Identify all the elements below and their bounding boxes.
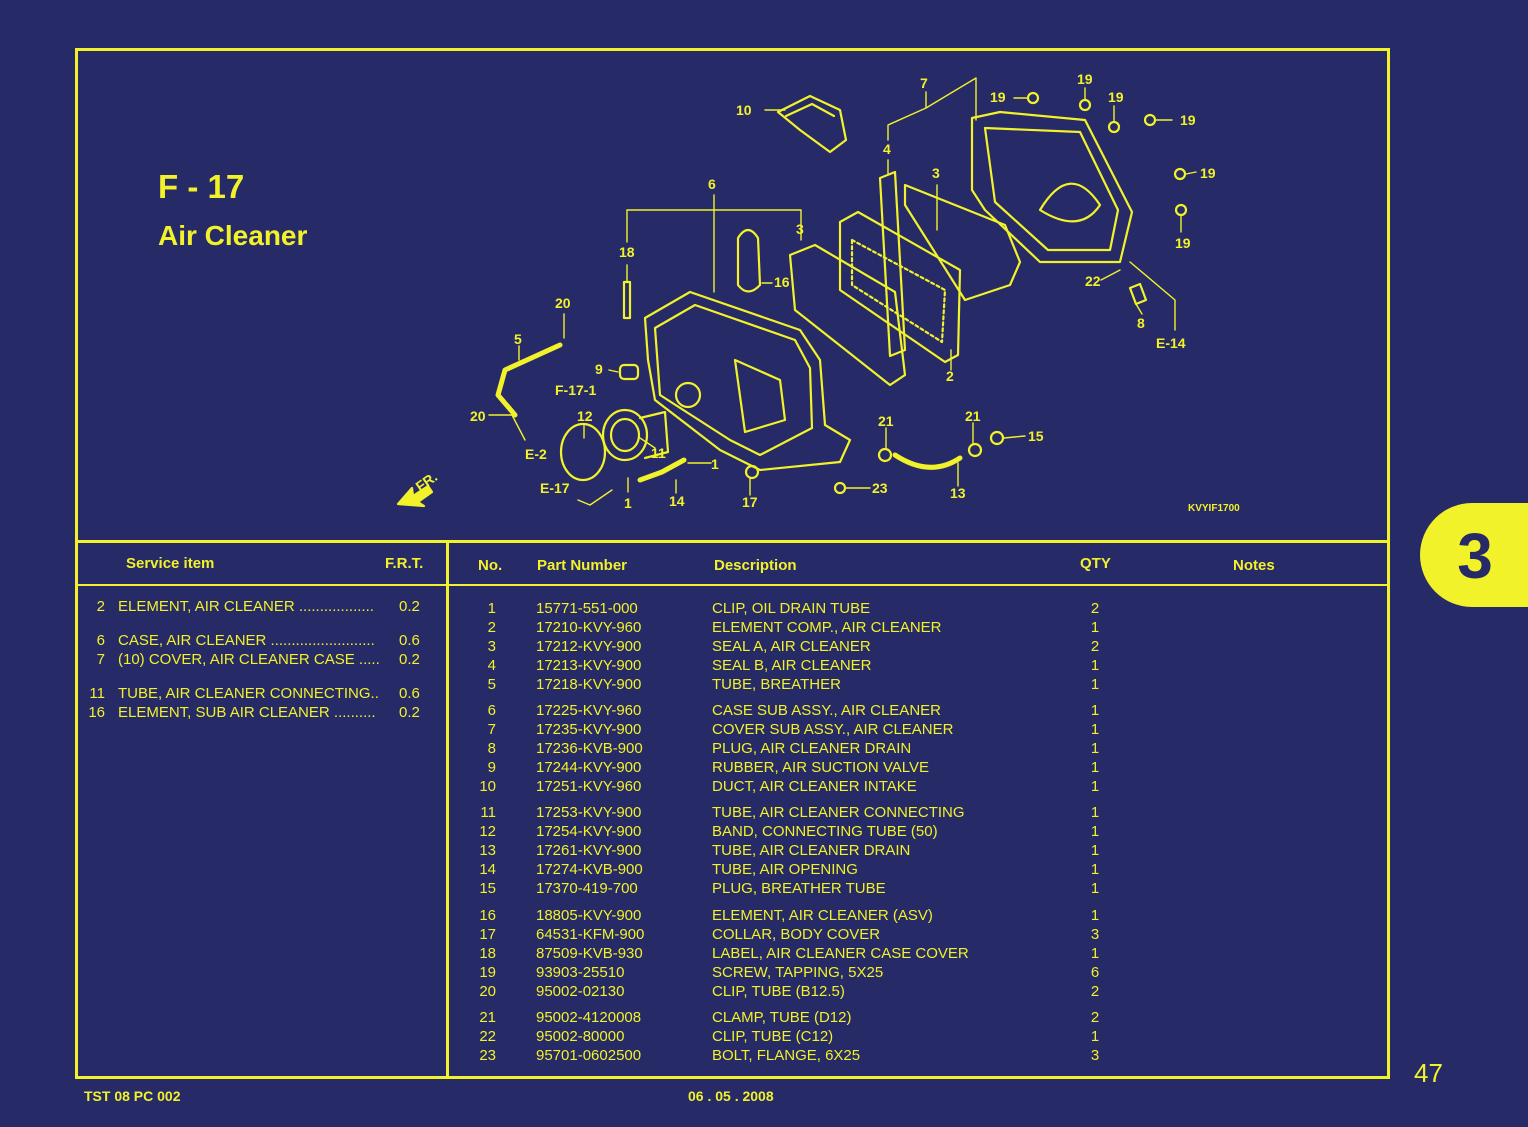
callout: 13 xyxy=(950,485,966,501)
callout: 19 xyxy=(1180,112,1196,128)
frt-header: F.R.T. xyxy=(385,555,424,572)
table-header-divider xyxy=(75,584,1390,586)
callout: 9 xyxy=(595,361,603,377)
callout: 16 xyxy=(774,274,790,290)
page-frame xyxy=(75,48,1390,1079)
service-item-header: Service item xyxy=(126,555,215,572)
element-part xyxy=(838,210,962,364)
doc-code: TST 08 PC 002 xyxy=(84,1088,181,1104)
seal-b xyxy=(878,170,907,358)
callout: 6 xyxy=(708,176,716,192)
breather-tube xyxy=(495,342,563,418)
callout: 19 xyxy=(990,89,1006,105)
callout: 2 xyxy=(946,368,954,384)
connecting-tube xyxy=(601,408,649,462)
doc-date: 06 . 05 . 2008 xyxy=(688,1088,774,1104)
opening-tube xyxy=(637,457,687,483)
callout: 11 xyxy=(651,445,666,461)
band-part xyxy=(559,422,607,482)
part-number-header: Part Number xyxy=(537,557,628,574)
drain-tube xyxy=(892,452,963,470)
column-divider xyxy=(446,540,449,1079)
callout: 21 xyxy=(965,408,981,424)
label-part xyxy=(622,280,632,320)
exploded-diagram: 10 7 19 19 19 19 19 19 4 3 6 3 18 16 20 … xyxy=(396,71,1241,514)
callout: 8 xyxy=(1137,315,1145,331)
callout: 21 xyxy=(878,413,894,429)
figure-title: Air Cleaner xyxy=(158,220,308,251)
front-arrow xyxy=(396,484,434,508)
front-label: FR. xyxy=(413,468,441,494)
diagram-callouts: 10 7 19 19 19 19 19 19 4 3 6 3 18 16 20 … xyxy=(413,71,1241,514)
callout: 5 xyxy=(514,331,522,347)
callout: 18 xyxy=(619,244,635,260)
callout: 22 xyxy=(1085,273,1101,289)
callout: 12 xyxy=(577,408,593,424)
callout: 7 xyxy=(920,75,928,91)
rubber-part xyxy=(618,363,640,381)
callout: 3 xyxy=(796,221,804,237)
callout: E-2 xyxy=(525,446,547,462)
cover-part xyxy=(970,110,1134,264)
callout: E-14 xyxy=(1156,335,1186,351)
section-number: 3 xyxy=(1457,520,1493,592)
callout: 3 xyxy=(932,165,940,181)
duct-part xyxy=(776,94,848,154)
callout: F-17-1 xyxy=(555,382,596,398)
section-tab: 3 xyxy=(1420,503,1528,607)
callout: 23 xyxy=(872,480,888,496)
callout: 19 xyxy=(1077,71,1093,87)
callout: 19 xyxy=(1175,235,1191,251)
case-part xyxy=(643,290,852,472)
no-header: No. xyxy=(478,557,503,574)
diagram-code: KVYIF1700 xyxy=(1188,503,1240,514)
callout: 15 xyxy=(1028,428,1044,444)
callout: 1 xyxy=(711,456,719,472)
callout: 4 xyxy=(883,141,891,157)
qty-header: QTY xyxy=(1080,555,1111,572)
callout: 14 xyxy=(669,493,685,509)
notes-header: Notes xyxy=(1233,557,1275,574)
seal-a-lower xyxy=(788,243,907,387)
sub-element xyxy=(736,228,762,293)
description-header: Description xyxy=(714,557,797,574)
callout: 1 xyxy=(624,495,632,511)
callout: 20 xyxy=(555,295,571,311)
callout: 17 xyxy=(742,494,758,510)
page-number: 47 xyxy=(1414,1058,1443,1088)
figure-code: F - 17 xyxy=(158,168,245,205)
callout: 20 xyxy=(470,408,486,424)
callout: 10 xyxy=(736,102,752,118)
callout: 19 xyxy=(1200,165,1216,181)
seal-a-upper xyxy=(903,183,1022,302)
diagram-divider xyxy=(75,540,1390,543)
callout: 19 xyxy=(1108,89,1124,105)
callout: E-17 xyxy=(540,480,570,496)
